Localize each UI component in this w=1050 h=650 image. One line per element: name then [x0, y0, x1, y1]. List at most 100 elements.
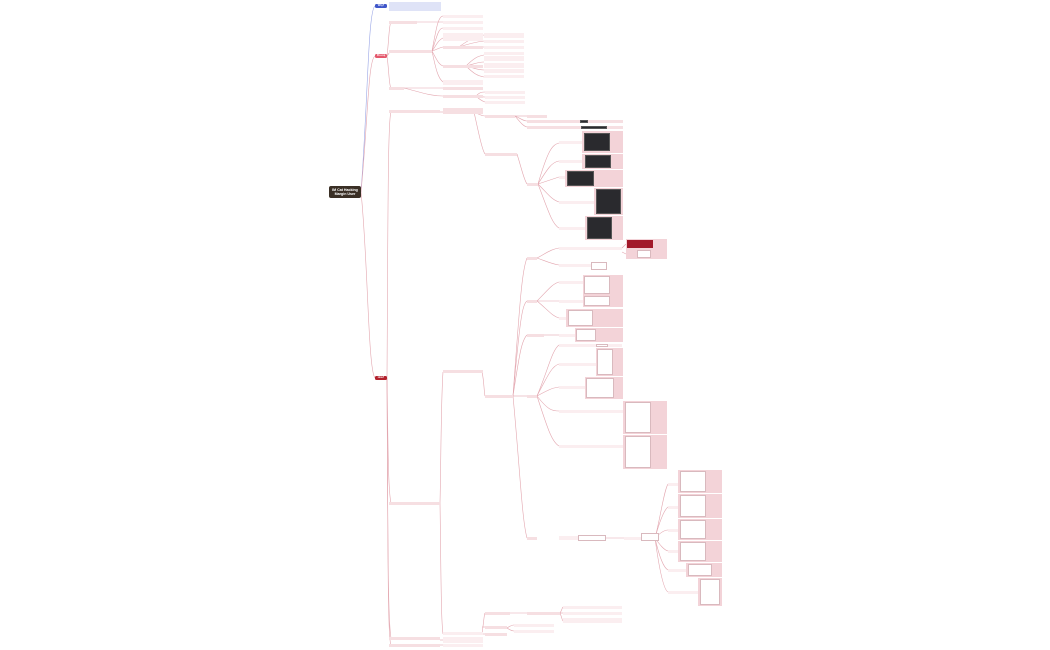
topic-node[interactable] — [485, 115, 515, 118]
screenshot-thumbnail — [596, 344, 608, 347]
screenshot-thumbnail — [580, 120, 588, 123]
screenshot-thumbnail — [597, 349, 613, 375]
topic-node[interactable] — [389, 50, 432, 53]
topic-node[interactable] — [514, 630, 554, 633]
screenshot-thumbnail — [585, 155, 611, 168]
topic-node[interactable] — [559, 281, 583, 284]
topic-node[interactable] — [559, 247, 622, 250]
screenshot-thumbnail — [581, 126, 607, 129]
topic-node[interactable] — [443, 108, 483, 114]
topic-node[interactable] — [668, 569, 686, 572]
topic-node[interactable] — [484, 75, 524, 78]
screenshot-thumbnail — [688, 564, 712, 576]
topic-node[interactable] — [443, 46, 483, 49]
topic-node[interactable] — [484, 56, 524, 61]
topic-node[interactable] — [559, 410, 623, 413]
topic-node[interactable] — [443, 95, 483, 98]
topic-node[interactable] — [559, 445, 623, 448]
topic-node[interactable] — [563, 618, 622, 623]
topic-node[interactable] — [443, 15, 483, 18]
screenshot-thumbnail — [625, 402, 651, 433]
topic-node[interactable] — [527, 300, 537, 303]
topic-node[interactable] — [389, 637, 440, 640]
topic-node[interactable] — [484, 46, 524, 49]
topic-node[interactable] — [485, 612, 510, 615]
topic-node[interactable] — [443, 21, 483, 24]
topic-node[interactable] — [484, 63, 524, 68]
topic-node[interactable] — [527, 612, 560, 615]
topic-node[interactable] — [485, 101, 525, 104]
topic-node[interactable] — [563, 612, 622, 615]
screenshot-thumbnail — [627, 240, 653, 248]
topic-node[interactable] — [485, 153, 517, 156]
topic-node[interactable] — [443, 80, 483, 85]
topic-node[interactable] — [389, 644, 440, 647]
screenshot-thumbnail — [587, 217, 612, 239]
topic-node[interactable] — [559, 201, 595, 204]
topic-node[interactable] — [559, 317, 567, 320]
topic-node[interactable] — [559, 344, 622, 347]
screenshot-thumbnail — [680, 495, 706, 517]
topic-node[interactable] — [563, 606, 622, 609]
topic-node[interactable] — [559, 264, 591, 267]
topic-node[interactable] — [527, 334, 544, 337]
why-description — [389, 2, 441, 11]
screenshot-thumbnail — [641, 533, 659, 541]
topic-node[interactable] — [485, 626, 507, 629]
topic-node[interactable] — [559, 363, 596, 366]
topic-node[interactable] — [443, 370, 483, 373]
topic-node[interactable] — [559, 176, 567, 179]
topic-node[interactable] — [484, 40, 524, 43]
topic-node[interactable] — [389, 110, 440, 113]
topic-node[interactable] — [559, 227, 587, 230]
how-tag[interactable]: How? — [375, 376, 387, 380]
screenshot-thumbnail — [584, 296, 610, 306]
screenshot-thumbnail — [576, 329, 596, 341]
topic-node[interactable] — [443, 632, 483, 635]
topic-node[interactable] — [559, 536, 578, 540]
screenshot-thumbnail — [568, 310, 593, 326]
topic-node[interactable] — [668, 550, 678, 553]
topic-node[interactable] — [559, 160, 583, 163]
topic-node[interactable] — [527, 537, 537, 540]
topic-node[interactable] — [559, 300, 583, 303]
prerequisites-tag[interactable]: Pre-req — [375, 54, 387, 58]
topic-node[interactable] — [443, 644, 483, 647]
topic-node[interactable] — [484, 33, 524, 38]
topic-node[interactable] — [527, 120, 623, 123]
topic-node[interactable] — [668, 591, 698, 594]
topic-node[interactable] — [527, 257, 537, 260]
topic-node[interactable] — [443, 33, 483, 41]
topic-node[interactable] — [484, 69, 524, 73]
screenshot-thumbnail — [680, 542, 706, 561]
topic-node[interactable] — [527, 183, 538, 186]
topic-node[interactable] — [485, 91, 525, 94]
topic-node[interactable] — [485, 96, 525, 99]
topic-node[interactable] — [389, 502, 440, 505]
root-topic[interactable]: IM Cat Hacking Margin User — [329, 186, 361, 198]
topic-node[interactable] — [484, 52, 524, 55]
topic-node[interactable] — [527, 395, 537, 398]
topic-node[interactable] — [389, 21, 417, 24]
topic-node[interactable] — [485, 395, 513, 398]
screenshot-thumbnail — [625, 436, 651, 468]
screenshot-thumbnail — [567, 171, 594, 186]
topic-node[interactable] — [514, 624, 554, 627]
topic-node[interactable] — [485, 633, 507, 636]
topic-node[interactable] — [443, 27, 483, 30]
topic-node[interactable] — [559, 334, 575, 337]
topic-node[interactable] — [559, 141, 583, 144]
topic-node[interactable] — [389, 87, 404, 90]
topic-node[interactable] — [668, 483, 678, 486]
topic-node[interactable] — [668, 506, 678, 509]
topic-node[interactable] — [443, 87, 483, 90]
topic-node[interactable] — [443, 65, 483, 68]
screenshot-thumbnail — [584, 276, 610, 294]
topic-node[interactable] — [527, 126, 623, 129]
topic-node[interactable] — [668, 529, 678, 532]
topic-node[interactable] — [624, 537, 655, 540]
topic-node[interactable] — [443, 637, 483, 643]
why-tag[interactable]: Why? — [375, 4, 387, 8]
topic-node[interactable] — [559, 386, 585, 389]
topic-node[interactable] — [527, 115, 547, 118]
